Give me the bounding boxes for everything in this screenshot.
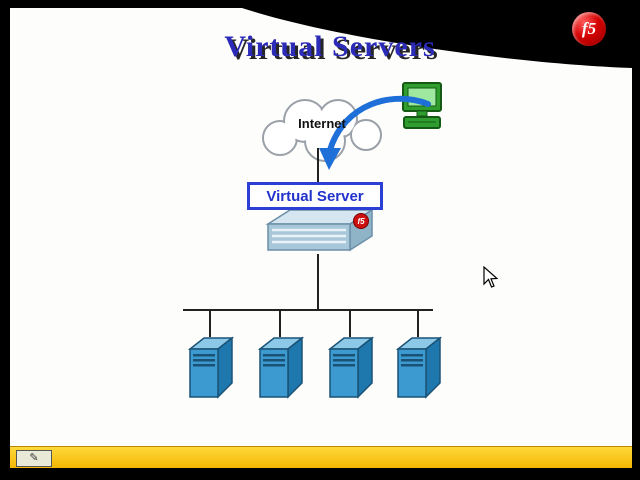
traffic-arrow-icon xyxy=(319,95,431,170)
drop-line-2 xyxy=(279,311,281,337)
pen-icon: ✎ xyxy=(29,452,39,464)
virtual-server-label: Virtual Server xyxy=(266,187,364,205)
server-tower xyxy=(327,336,375,399)
slide-title: Virtual Servers xyxy=(224,30,436,63)
server-tower xyxy=(187,336,235,399)
drop-line-4 xyxy=(417,311,419,337)
swoosh-decoration xyxy=(242,8,632,68)
device-f5-badge: f5 xyxy=(357,217,365,226)
drop-line-1 xyxy=(209,311,211,337)
internet-label: Internet xyxy=(298,116,346,131)
server-tower xyxy=(257,336,305,399)
mouse-cursor xyxy=(483,266,498,288)
f5-logo-icon: f5 xyxy=(572,12,606,46)
drop-line-3 xyxy=(349,311,351,337)
f5-logo-text: f5 xyxy=(581,19,597,38)
network-bus-line xyxy=(183,309,433,311)
presenter-toolbar: ✎ xyxy=(10,446,632,468)
slide: Virtual Servers f5 Internet xyxy=(10,8,632,468)
pen-tool-button[interactable]: ✎ xyxy=(16,450,52,467)
server-tower xyxy=(395,336,443,399)
connector-cloud-to-box xyxy=(317,148,319,184)
bigip-device-icon: f5 xyxy=(265,208,375,252)
connector-device-to-bus xyxy=(317,254,319,310)
virtual-server-box: Virtual Server xyxy=(247,182,383,210)
